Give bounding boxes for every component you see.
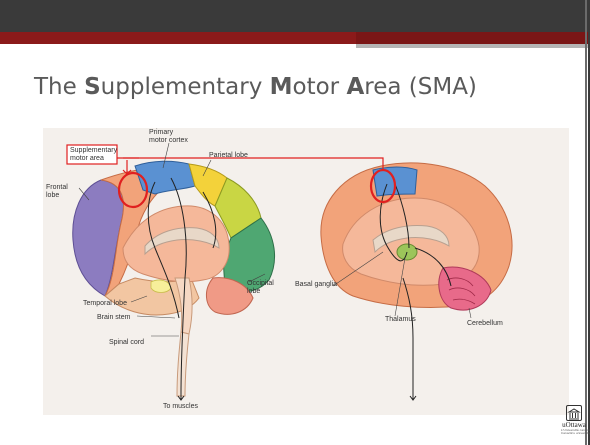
title-part: upplementary (101, 74, 270, 100)
label-thalamus: Thalamus (385, 316, 416, 324)
title-part: M (270, 74, 293, 100)
right-border (585, 0, 587, 445)
title-part: The (34, 74, 84, 100)
logo-sub: L'Université canadienne Canada's univers… (561, 429, 587, 435)
label-frontal-lobe: Frontal lobe (46, 184, 68, 200)
accent-bar-right (356, 32, 590, 44)
brain-illustration (43, 128, 569, 415)
label-primary-motor-cortex: Primary motor cortex (149, 129, 188, 145)
label-parietal-lobe: Parietal lobe (209, 152, 248, 160)
left-brain (73, 161, 275, 400)
top-bar (0, 0, 590, 32)
uottawa-logo: uOttawa L'Université canadienne Canada's… (561, 405, 587, 439)
title-part: otor (293, 74, 347, 100)
slide-title: The Supplementary Motor Area (SMA) (34, 74, 477, 100)
label-brain-stem: Brain stem (97, 314, 130, 322)
title-part: S (84, 74, 101, 100)
title-part: rea (SMA) (364, 74, 477, 100)
label-to-muscles: To muscles (163, 403, 198, 411)
accent-underline (356, 44, 590, 48)
university-building-icon (566, 405, 582, 421)
label-cerebellum: Cerebellum (467, 320, 503, 328)
label-spinal-cord: Spinal cord (109, 339, 144, 347)
label-basal-ganglia: Basal ganglia (295, 281, 337, 289)
right-brain (321, 163, 512, 400)
title-part: A (346, 74, 364, 100)
label-occipital-lobe: Occipital lobe (247, 280, 274, 296)
label-sma: Supplementary motor area (70, 147, 117, 163)
label-temporal-lobe: Temporal lobe (83, 300, 127, 308)
brain-figure: Supplementary motor area Primary motor c… (43, 128, 569, 415)
